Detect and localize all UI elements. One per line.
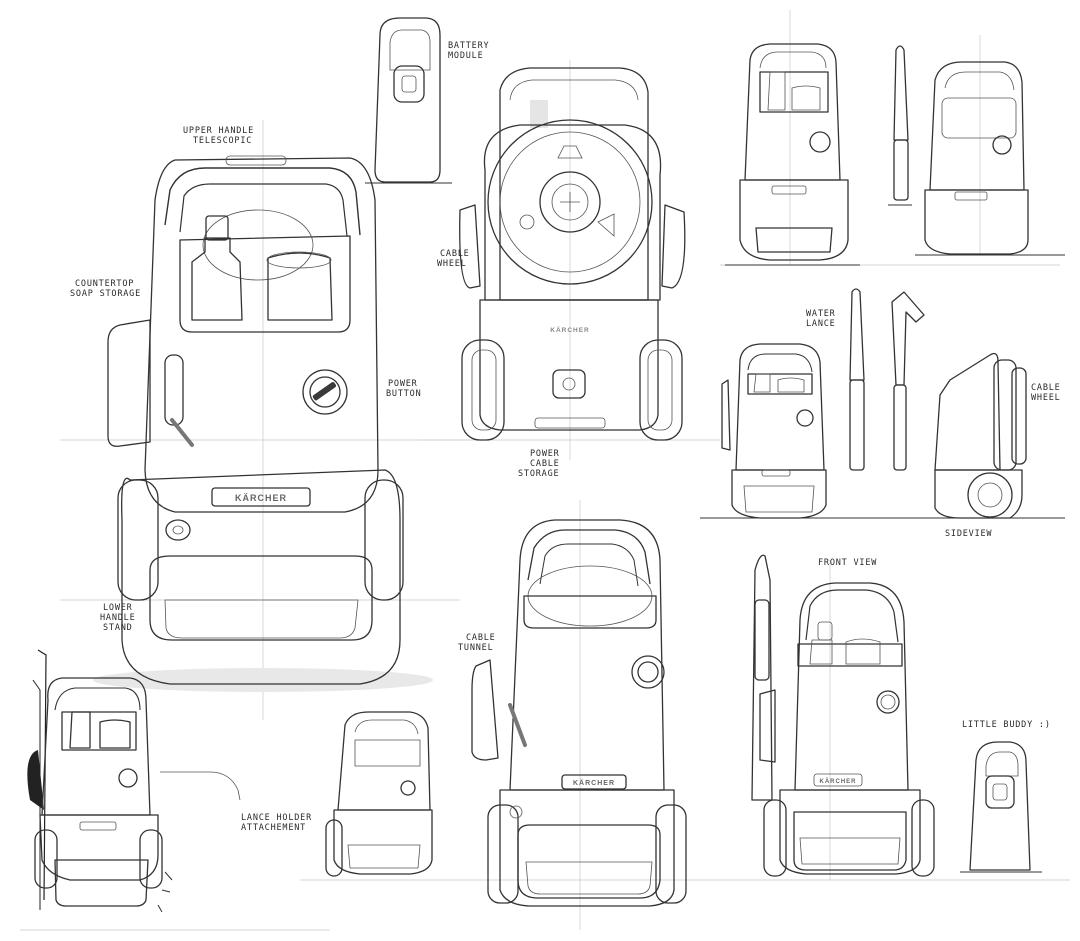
water-lance-sketches: WATER LANCE bbox=[806, 288, 925, 471]
front-line-art-sketch bbox=[725, 43, 860, 266]
brand-plate-front-view: KÄRCHER bbox=[820, 778, 857, 785]
small-front-yellow-unit bbox=[721, 343, 827, 519]
label-cable-tunnel: CABLE TUNNEL bbox=[458, 633, 502, 653]
label-lower-handle: LOWER HANDLE STAND bbox=[100, 603, 141, 633]
center-annotations: CABLE WHEEL POWER BUTTON POWER CABLE STO… bbox=[386, 249, 566, 479]
little-buddy-sketch: LITTLE BUDDY :) bbox=[960, 720, 1051, 873]
battery-module-sketch: BATTERY MODULE bbox=[365, 17, 495, 184]
brand-plate-front: KÄRCHER bbox=[573, 779, 615, 787]
label-battery-module: BATTERY MODULE bbox=[448, 41, 495, 61]
label-cable-wheel-center: CABLE WHEEL bbox=[437, 249, 476, 269]
construction-lines bbox=[20, 10, 1070, 931]
lance-line-art bbox=[888, 45, 912, 206]
main-unit-annotations: UPPER HANDLE TELESCOPIC COUNTERTOP SOAP … bbox=[70, 126, 260, 633]
rear-3-4-line-art bbox=[915, 61, 1065, 256]
small-line-art-unit bbox=[325, 711, 433, 877]
label-power-cable-storage: POWER CABLE STORAGE bbox=[518, 449, 566, 479]
small-yellow-unit-lance-view bbox=[27, 649, 173, 913]
main-pressure-washer-perspective: KÄRCHER bbox=[93, 155, 433, 692]
brand-plate-center: KÄRCHER bbox=[550, 326, 590, 334]
label-lance-holder: LANCE HOLDER ATTACHEMENT bbox=[241, 813, 318, 833]
sideview-yellow-unit: CABLE WHEEL SIDEVIEW bbox=[700, 352, 1067, 539]
label-upper-handle: UPPER HANDLE TELESCOPIC bbox=[183, 126, 260, 146]
label-countertop-soap: COUNTERTOP SOAP STORAGE bbox=[70, 279, 141, 299]
brand-plate-main: KÄRCHER bbox=[235, 493, 287, 503]
front-yellow-unit-large: KÄRCHER CABLE TUNNEL bbox=[458, 519, 687, 907]
label-power-button: POWER BUTTON bbox=[386, 379, 424, 399]
label-water-lance: WATER LANCE bbox=[806, 309, 842, 329]
front-view-with-lance: KÄRCHER FRONT VIEW bbox=[751, 554, 935, 877]
label-little-buddy: LITTLE BUDDY :) bbox=[962, 720, 1051, 730]
rear-view-cable-wheel-sketch: KÄRCHER bbox=[459, 67, 686, 441]
lance-holder-leader: LANCE HOLDER ATTACHEMENT bbox=[160, 771, 318, 833]
label-cable-wheel-right: CABLE WHEEL bbox=[1031, 383, 1067, 403]
label-sideview: SIDEVIEW bbox=[945, 529, 992, 539]
label-front-view: FRONT VIEW bbox=[818, 558, 877, 568]
